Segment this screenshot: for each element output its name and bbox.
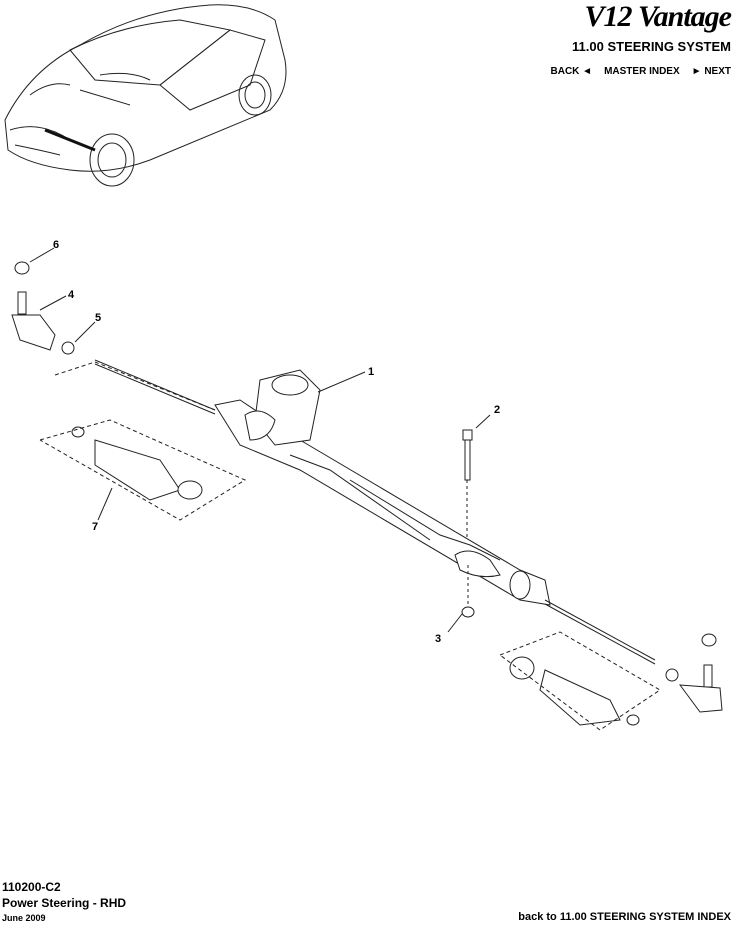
diagram-code: 110200-C2: [2, 880, 61, 894]
car-illustration: [4, 4, 287, 187]
nav-bar: BACK ◄ MASTER INDEX ► NEXT: [551, 66, 731, 77]
tie-rod-end-right: [665, 633, 723, 713]
boot-right: [499, 631, 661, 731]
callout-1: 1: [368, 366, 374, 378]
callout-4: 4: [68, 289, 75, 301]
section-title: 11.00 STEERING SYSTEM: [572, 39, 731, 54]
back-to-index-link[interactable]: back to 11.00 STEERING SYSTEM INDEX: [518, 911, 731, 923]
bolt: [462, 429, 473, 540]
callout-7: 7: [92, 521, 98, 533]
callout-2: 2: [494, 404, 500, 416]
diagram-date: June 2009: [2, 913, 46, 923]
callout-3: 3: [435, 633, 441, 645]
tie-rod-end-left: [11, 261, 216, 411]
diagram-title: Power Steering - RHD: [2, 896, 127, 910]
nut: [461, 565, 475, 618]
back-link[interactable]: BACK ◄: [550, 66, 593, 77]
callout-6: 6: [53, 239, 59, 251]
car-highlight: [44, 128, 96, 152]
steering-rack: [94, 359, 656, 665]
callout-5: 5: [95, 312, 101, 324]
next-link[interactable]: ► NEXT: [691, 66, 731, 77]
master-index-link[interactable]: MASTER INDEX: [604, 66, 680, 77]
brand-logo: V12 Vantage: [584, 0, 732, 33]
leader-lines: [29, 247, 491, 633]
boot-left: [39, 419, 247, 521]
